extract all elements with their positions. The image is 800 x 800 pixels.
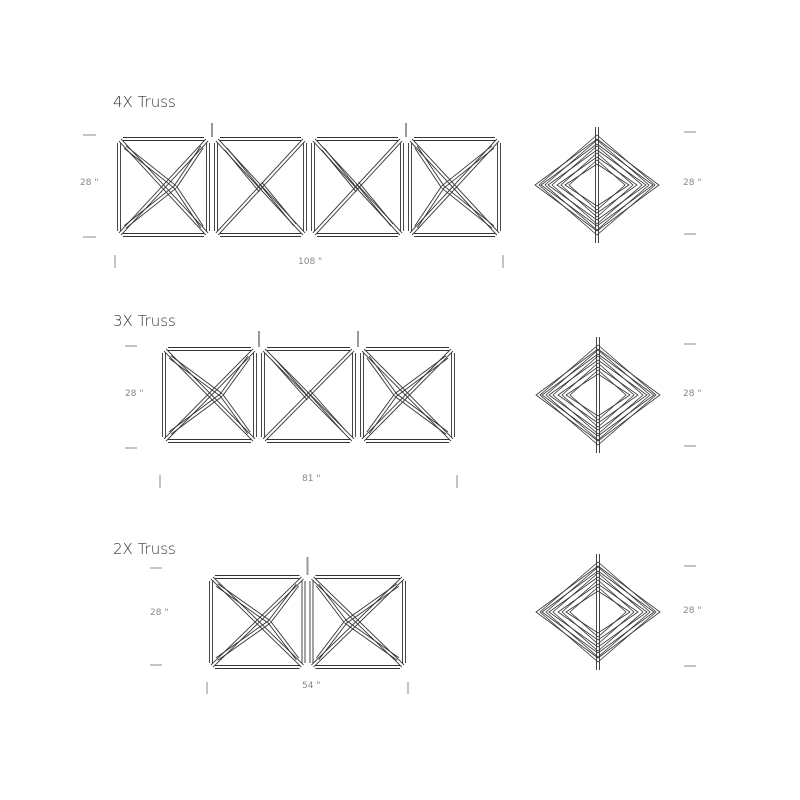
truss-module [408,137,501,237]
truss-module [311,137,404,237]
side-frame [534,138,660,232]
side-frame [557,583,639,641]
side-frame [552,572,644,652]
truss-module [117,137,210,237]
side-frame [557,366,639,424]
title-2x: 2X Truss [113,540,176,558]
side-frame [561,579,635,645]
side-frame [561,362,635,428]
side-view-2x [535,554,661,670]
side-view-3x [535,337,661,453]
side-frame [564,163,630,207]
side-frame [545,566,651,658]
side-frame [548,359,648,431]
title-3x: 3X Truss [113,312,176,330]
front-view-3x [125,331,696,488]
side-frame [539,561,657,663]
side-frame [565,590,631,634]
title-4x: 4X Truss [113,93,176,111]
truss-module [209,575,306,669]
side-frame [565,373,631,417]
side-frame [538,134,656,236]
side-frame [556,156,638,214]
side-frame [541,570,655,654]
side-frame [552,355,644,435]
side-frame [535,565,661,659]
height-label-2x: 28 " [150,608,169,618]
side-frame [544,139,650,231]
side-frame [539,344,657,446]
side-frame [547,149,647,221]
truss-module [360,347,455,443]
side-frame [560,152,634,218]
side-frame [541,353,655,437]
side-frame [569,586,627,638]
side-frame [540,143,654,227]
front-view-2x [150,557,696,694]
side-frame [548,576,648,648]
side-height-label-4x: 28 " [683,178,702,188]
truss-module [309,575,406,669]
length-label-3x: 81 " [302,474,321,484]
height-label-3x: 28 " [125,389,144,399]
side-height-label-2x: 28 " [683,606,702,616]
length-label-4x: 108 " [298,257,323,267]
side-height-label-3x: 28 " [683,389,702,399]
length-label-2x: 54 " [302,681,321,691]
side-frame [568,159,626,211]
side-view-4x [534,127,660,243]
side-frame [545,349,651,441]
truss-module [261,347,356,443]
side-frame [569,369,627,421]
front-view-4x [83,123,696,268]
side-frame [551,145,643,225]
truss-module [214,137,307,237]
side-frame [535,348,661,442]
height-label-4x: 28 " [80,178,99,188]
truss-module [162,347,257,443]
